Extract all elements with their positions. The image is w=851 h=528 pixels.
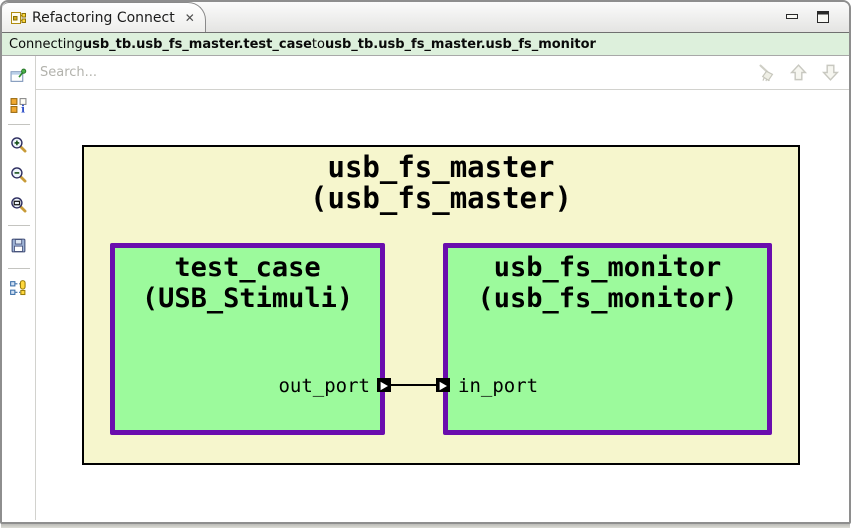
diagram-toolbar: i xyxy=(2,56,36,520)
target-path: usb_tb.usb_fs_master.usb_fs_monitor xyxy=(324,36,596,52)
zoom-out-button[interactable] xyxy=(8,164,30,184)
minimize-icon xyxy=(786,14,798,19)
port-connection-line[interactable] xyxy=(391,384,436,386)
properties-icon: i xyxy=(10,97,27,114)
connection-status-bar: Connecting usb_tb.usb_fs_master.test_cas… xyxy=(2,33,849,56)
search-bar xyxy=(36,56,849,90)
parent-instance-name: usb_fs_master xyxy=(327,150,555,184)
search-actions xyxy=(757,63,849,82)
block-usb-fs-monitor[interactable]: usb_fs_monitor (usb_fs_monitor) in_port xyxy=(443,243,772,435)
window-controls xyxy=(784,2,849,32)
tab-title: Refactoring Connect xyxy=(32,9,175,26)
next-match-button[interactable] xyxy=(821,63,840,82)
toolbar-separator xyxy=(7,225,30,226)
clear-search-icon xyxy=(759,64,774,82)
pin-view-button[interactable] xyxy=(8,65,30,85)
right-triangle-port-icon xyxy=(380,381,388,391)
in-port-label: in_port xyxy=(458,375,539,397)
clear-search-button[interactable] xyxy=(757,63,776,82)
block-title: test_case (USB_Stimuli) xyxy=(115,248,380,314)
source-path: usb_tb.usb_fs_master.test_case xyxy=(82,36,312,52)
toolbar-separator xyxy=(7,124,30,125)
zoom-fit-icon xyxy=(11,196,27,212)
right-triangle-port-icon xyxy=(439,381,447,391)
source-type-name: (USB_Stimuli) xyxy=(141,283,354,314)
zoom-out-icon xyxy=(11,166,27,182)
toolbar-separator xyxy=(7,268,30,269)
previous-match-button[interactable] xyxy=(789,63,808,82)
out-port-marker[interactable] xyxy=(377,378,391,392)
block-title: usb_fs_monitor (usb_fs_monitor) xyxy=(448,248,767,314)
in-port-marker[interactable] xyxy=(436,378,450,392)
show-ports-button[interactable] xyxy=(8,277,30,297)
component-usb-fs-master[interactable]: usb_fs_master (usb_fs_master) test_case … xyxy=(82,145,800,465)
out-port-label: out_port xyxy=(278,375,370,397)
properties-button[interactable]: i xyxy=(8,95,30,115)
block-test-case[interactable]: test_case (USB_Stimuli) out_port xyxy=(110,243,385,435)
pin-view-icon xyxy=(10,68,27,82)
maximize-icon xyxy=(817,11,829,23)
parent-block-title: usb_fs_master (usb_fs_master) xyxy=(84,147,798,214)
zoom-in-button[interactable] xyxy=(8,134,30,154)
show-ports-icon xyxy=(10,279,26,295)
search-input[interactable] xyxy=(36,65,757,80)
maximize-button[interactable] xyxy=(815,9,831,25)
next-match-icon xyxy=(821,64,840,81)
source-instance-name: test_case xyxy=(174,252,321,283)
previous-match-icon xyxy=(789,64,808,81)
save-icon xyxy=(11,238,26,252)
refactoring-connect-icon xyxy=(10,10,26,26)
svg-text:i: i xyxy=(21,102,25,113)
save-button[interactable] xyxy=(8,235,30,255)
status-prefix: Connecting xyxy=(9,36,83,52)
tab-refactoring-connect[interactable]: Refactoring Connect ✕ xyxy=(2,2,206,32)
zoom-fit-button[interactable] xyxy=(8,194,30,214)
target-type-name: (usb_fs_monitor) xyxy=(477,283,738,314)
tab-bar: Refactoring Connect ✕ xyxy=(2,2,849,33)
diagram-canvas[interactable]: usb_fs_master (usb_fs_master) test_case … xyxy=(36,90,849,520)
window-bottom-frame xyxy=(1,523,850,528)
close-icon[interactable]: ✕ xyxy=(184,10,195,25)
zoom-in-icon xyxy=(11,136,27,152)
target-instance-name: usb_fs_monitor xyxy=(493,252,722,283)
minimize-button[interactable] xyxy=(784,9,800,25)
status-connector-word: to xyxy=(311,36,325,52)
parent-type-name: (usb_fs_master) xyxy=(310,181,572,215)
